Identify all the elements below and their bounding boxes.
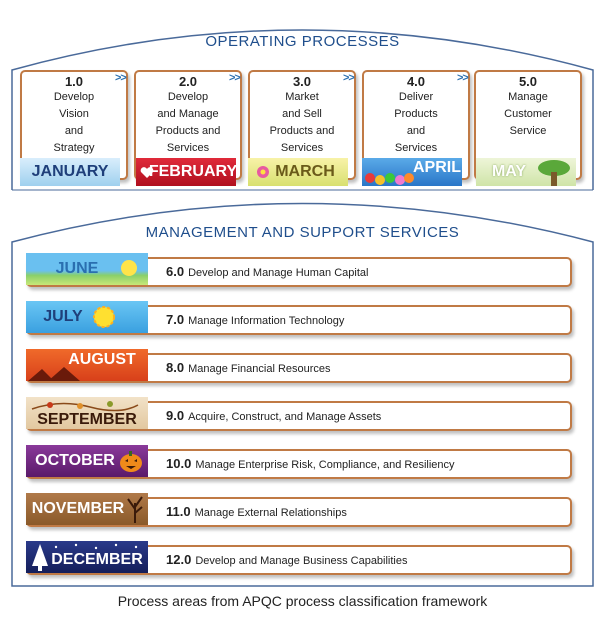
snowy-tree-icon — [32, 544, 48, 571]
leaves-icon — [31, 401, 139, 412]
month-banner-february: FEBRUARY — [136, 158, 236, 186]
arrow-icon: >> — [115, 72, 127, 84]
sun-icon — [121, 260, 137, 276]
process-label: Manage Information Technology — [188, 315, 345, 327]
month-label: APRIL — [413, 159, 461, 176]
process-number: 10.0 — [166, 456, 192, 471]
arrow-icon: >> — [343, 72, 355, 84]
process-number: 2.0 — [178, 74, 198, 89]
process-label: Market and Sell Products and Services — [269, 91, 335, 154]
bare-tree-icon — [127, 496, 143, 523]
process-number: 9.0 — [166, 408, 185, 423]
snow-icon — [54, 543, 138, 550]
process-label: Manage Customer Service — [504, 91, 552, 137]
month-label: JUNE — [55, 260, 99, 277]
month-label: OCTOBER — [35, 452, 115, 469]
balloons-icon — [365, 173, 414, 185]
pumpkin-icon — [120, 451, 142, 472]
sun-icon — [93, 306, 115, 328]
process-label: Deliver Products and Services — [394, 91, 438, 154]
month-banner-april: APRIL — [362, 158, 462, 186]
process-label: Manage Financial Resources — [188, 363, 331, 375]
month-banner-january: JANUARY — [20, 158, 120, 186]
process-label: Manage Enterprise Risk, Compliance, and … — [195, 459, 455, 471]
month-banner-august: AUGUST — [26, 349, 148, 381]
month-banner-june: JUNE — [26, 253, 148, 285]
month-label: SEPTEMBER — [37, 411, 137, 428]
process-label: Develop and Manage Human Capital — [188, 267, 369, 279]
month-label: AUGUST — [68, 351, 136, 368]
process-label: Develop and Manage Products and Services — [155, 91, 221, 154]
arrow-icon: >> — [457, 72, 469, 84]
month-banner-march: MARCH — [248, 158, 348, 186]
flower-icon — [257, 166, 269, 178]
month-label: DECEMBER — [51, 551, 143, 568]
month-banner-october: OCTOBER — [26, 445, 148, 477]
process-label: Develop Vision and Strategy — [53, 91, 95, 154]
month-label: MAY — [491, 163, 527, 180]
process-number: 8.0 — [166, 360, 185, 375]
process-label: Develop and Manage Business Capabilities — [195, 555, 408, 567]
process-label: Acquire, Construct, and Manage Assets — [188, 411, 382, 423]
month-banner-november: NOVEMBER — [26, 493, 148, 525]
process-number: 11.0 — [166, 504, 191, 519]
heart-icon — [140, 167, 154, 178]
process-number: 1.0 — [64, 74, 84, 89]
arrow-icon: >> — [229, 72, 241, 84]
tree-icon — [538, 160, 570, 186]
process-number: 7.0 — [166, 312, 185, 327]
process-number: 6.0 — [166, 264, 185, 279]
process-number: 5.0 — [518, 74, 538, 89]
operating-processes-title: OPERATING PROCESSES — [205, 33, 400, 50]
figure-caption: Process areas from APQC process classifi… — [117, 593, 488, 609]
month-banner-december: DECEMBER — [26, 541, 148, 573]
month-label: FEBRUARY — [148, 163, 236, 180]
month-banner-may: MAY — [476, 158, 576, 186]
process-number: 4.0 — [406, 74, 426, 89]
mountains-icon — [28, 367, 80, 381]
month-label: JANUARY — [31, 163, 109, 180]
process-number: 3.0 — [292, 74, 312, 89]
process-number: 12.0 — [166, 552, 192, 567]
month-banner-july: JULY — [26, 301, 148, 333]
support-services-title: MANAGEMENT AND SUPPORT SERVICES — [145, 224, 460, 241]
process-label: Manage External Relationships — [194, 507, 347, 519]
month-label: NOVEMBER — [31, 500, 125, 517]
month-label: MARCH — [275, 163, 335, 180]
month-banner-september: SEPTEMBER — [26, 397, 148, 429]
month-label: JULY — [43, 308, 83, 325]
